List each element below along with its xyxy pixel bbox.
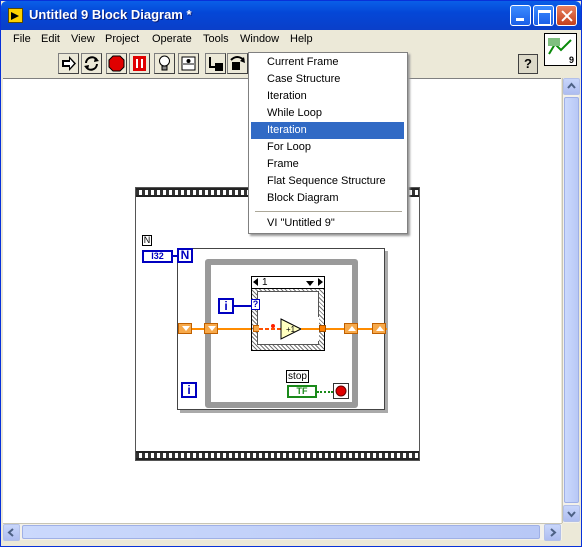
film-strip-bottom bbox=[136, 451, 419, 460]
case-dropdown-icon[interactable] bbox=[306, 281, 314, 286]
toolbar bbox=[3, 51, 539, 77]
menu-edit[interactable]: Edit bbox=[41, 33, 60, 45]
for-iteration-terminal: i bbox=[181, 382, 197, 398]
step-into-button[interactable] bbox=[205, 53, 226, 74]
scroll-down-button[interactable] bbox=[563, 505, 580, 522]
retain-wire-icon bbox=[181, 56, 196, 71]
vi-connector-icon bbox=[546, 35, 575, 64]
shift-register-right-inner[interactable] bbox=[344, 323, 358, 334]
while-iteration-terminal: i bbox=[218, 298, 234, 314]
svg-text:+1: +1 bbox=[286, 325, 296, 334]
pause-button[interactable] bbox=[129, 53, 150, 74]
run-continuous-icon bbox=[84, 56, 99, 71]
wire-iteration bbox=[234, 305, 252, 307]
pause-icon bbox=[133, 56, 146, 71]
popup-item-iteration[interactable]: Iteration bbox=[267, 90, 307, 102]
horizontal-scroll-thumb[interactable] bbox=[22, 525, 540, 539]
scroll-up-button[interactable] bbox=[563, 78, 580, 95]
chevron-up-icon bbox=[567, 82, 576, 89]
run-arrow-icon bbox=[62, 56, 76, 71]
window-title: Untitled 9 Block Diagram * bbox=[29, 7, 192, 22]
case-next-icon[interactable] bbox=[318, 278, 323, 286]
menu-view[interactable]: View bbox=[71, 33, 95, 45]
vertical-scroll-thumb[interactable] bbox=[564, 97, 579, 503]
step-over-button[interactable] bbox=[227, 53, 248, 74]
vi-number: 9 bbox=[568, 55, 574, 65]
numeric-label: N bbox=[142, 235, 152, 246]
case-output-tunnel bbox=[319, 325, 326, 332]
stop-label: stop bbox=[286, 370, 309, 383]
highlight-bulb-icon bbox=[159, 55, 170, 71]
menu-operate[interactable]: Operate bbox=[152, 33, 192, 45]
popup-item-current-frame[interactable]: Current Frame bbox=[267, 56, 339, 68]
chevron-down-icon bbox=[567, 511, 576, 518]
wire-n bbox=[173, 255, 179, 257]
increment-function-icon: +1 bbox=[259, 317, 319, 341]
popup-separator bbox=[255, 211, 402, 212]
case-selector-terminal[interactable]: ? bbox=[251, 299, 260, 310]
horizontal-scrollbar[interactable] bbox=[3, 523, 562, 541]
step-over-icon bbox=[230, 56, 245, 70]
menu-window[interactable]: Window bbox=[240, 33, 280, 45]
abort-icon bbox=[108, 55, 125, 72]
abort-button[interactable] bbox=[106, 53, 127, 74]
stop-boolean-control[interactable]: TF bbox=[287, 385, 317, 398]
menu-bar: File Edit View Project Operate Tools Win… bbox=[3, 30, 539, 50]
shift-register-left-outer[interactable] bbox=[178, 323, 192, 334]
boolean-wire bbox=[317, 391, 333, 393]
maximize-button[interactable] bbox=[533, 5, 554, 26]
menu-file[interactable]: File bbox=[13, 33, 31, 45]
run-button[interactable] bbox=[58, 53, 79, 74]
stop-sign-icon bbox=[335, 385, 347, 397]
popup-item-case-structure[interactable]: Case Structure bbox=[267, 73, 341, 85]
popup-item-while-loop[interactable]: While Loop bbox=[267, 107, 323, 119]
title-bar[interactable]: Untitled 9 Block Diagram * bbox=[1, 1, 581, 30]
menu-tools[interactable]: Tools bbox=[203, 33, 229, 45]
menu-help[interactable]: Help bbox=[290, 33, 313, 45]
popup-item-iteration-selected[interactable]: Iteration bbox=[251, 122, 404, 139]
shift-register-right-outer[interactable] bbox=[372, 323, 386, 334]
popup-item-frame[interactable]: Frame bbox=[267, 158, 299, 170]
loop-count-terminal[interactable]: N bbox=[177, 248, 193, 263]
popup-item-flat-sequence[interactable]: Flat Sequence Structure bbox=[267, 175, 386, 187]
case-prev-icon[interactable] bbox=[253, 278, 258, 286]
labview-app-icon bbox=[8, 8, 23, 23]
chevron-left-icon bbox=[7, 528, 14, 537]
i32-control[interactable]: I32 bbox=[142, 250, 173, 263]
case-selector[interactable]: 1 bbox=[251, 276, 325, 289]
popup-item-block-diagram[interactable]: Block Diagram bbox=[267, 192, 339, 204]
stop-condition-terminal[interactable] bbox=[333, 383, 349, 399]
scroll-left-button[interactable] bbox=[3, 524, 20, 541]
minimize-button[interactable] bbox=[510, 5, 531, 26]
context-help-button[interactable]: ? bbox=[518, 54, 538, 74]
run-continuously-button[interactable] bbox=[81, 53, 102, 74]
highlight-execution-button[interactable] bbox=[154, 53, 175, 74]
close-button[interactable] bbox=[556, 5, 577, 26]
scroll-right-button[interactable] bbox=[544, 524, 561, 541]
retain-wire-values-button[interactable] bbox=[178, 53, 199, 74]
chevron-right-icon bbox=[550, 528, 557, 537]
shortcut-menu: Current Frame Case Structure Iteration W… bbox=[248, 52, 408, 234]
vi-icon[interactable]: 9 bbox=[544, 33, 577, 66]
popup-item-for-loop[interactable]: For Loop bbox=[267, 141, 312, 153]
size-grip[interactable] bbox=[562, 523, 579, 540]
menu-project[interactable]: Project bbox=[105, 33, 140, 45]
vertical-scrollbar[interactable] bbox=[562, 78, 580, 523]
popup-item-vi[interactable]: VI "Untitled 9" bbox=[267, 217, 335, 229]
shift-register-left-inner[interactable] bbox=[204, 323, 218, 334]
step-into-icon bbox=[209, 57, 223, 71]
case-selector-value: 1 bbox=[262, 277, 268, 288]
